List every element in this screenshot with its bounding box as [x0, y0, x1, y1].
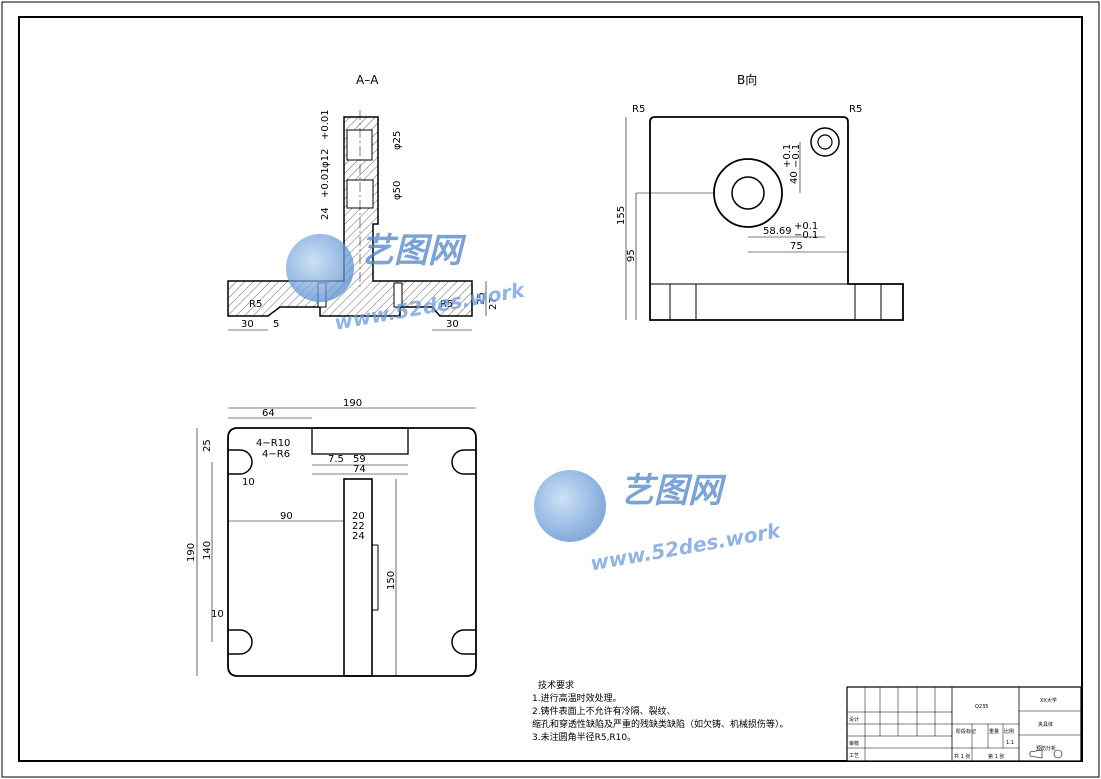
title-block: Q235 XX大学 夹具体 预防分析 阶段标记 重量 比例 1:1 设计 审核 … [846, 686, 1082, 762]
notes-line-1: 1.进行高温时效处理。 [532, 692, 622, 704]
dim-r5-right: R5 [440, 299, 453, 310]
dim-30-left: 30 [241, 319, 254, 330]
top-view: 190 64 25 4−R10 4−R6 7.5 59 74 10 90 20 … [186, 398, 477, 677]
dim-r5-left: R5 [249, 299, 262, 310]
view-b-outline [649, 116, 904, 321]
tb-material: Q235 [975, 704, 988, 710]
dim-phi24-tol: +0.01 [320, 167, 331, 198]
dim-25: 25 [476, 292, 487, 305]
dim-40-tol-low: −0.1 [791, 144, 802, 168]
tb-sheet-total: 共 1 张 [954, 753, 970, 760]
dim-10-top: 10 [242, 477, 255, 488]
dim-58: 58.69 [763, 226, 792, 237]
dim-b-r5-right: R5 [849, 104, 862, 115]
dim-190-height: 190 [186, 543, 197, 562]
dim-27: 27 [488, 297, 499, 310]
globe-icon [534, 470, 606, 542]
bore-upper [346, 129, 373, 161]
dim-75: 75 [790, 241, 803, 252]
dim-74: 74 [353, 464, 366, 475]
tb-design-label: 设计 [849, 716, 859, 723]
dim-140: 140 [202, 541, 213, 560]
tb-scale: 1:1 [1006, 740, 1014, 746]
tb-sheet-no: 第 1 张 [988, 753, 1004, 760]
watermark-2-cn: 艺图网 [620, 471, 727, 511]
notes-line-4: 3.未注圆角半径R5,R10。 [532, 731, 636, 743]
section-title: A–A [356, 73, 379, 87]
dim-190-width: 190 [343, 398, 362, 409]
dim-20: 20 [352, 511, 365, 522]
dim-58-tol-low: −0.1 [794, 230, 818, 241]
tb-scale-label: 比例 [1004, 728, 1014, 735]
dim-r10: 4−R10 [256, 438, 290, 449]
tb-review-label: 审核 [849, 740, 859, 747]
dim-90: 90 [280, 511, 293, 522]
dim-58-tol-up: +0.1 [794, 221, 818, 232]
notes-heading: 技术要求 [538, 679, 574, 691]
watermark-2: 艺图网 www.52des.work [534, 470, 784, 575]
dim-155: 155 [616, 206, 627, 225]
watermark-1-cn: 艺图网 [360, 231, 467, 271]
dim-b-r5-left: R5 [632, 104, 645, 115]
slot-right [393, 282, 403, 308]
tb-process-label: 工艺 [849, 753, 859, 759]
tb-part-name: 夹具体 [1038, 721, 1053, 728]
dim-40-tol-up: +0.1 [782, 144, 793, 168]
dim-150: 150 [386, 571, 397, 590]
small-bore-inner [817, 134, 833, 150]
dim-5: 5 [273, 319, 279, 330]
dim-22: 22 [352, 521, 365, 532]
view-b-title: B向 [737, 72, 757, 87]
inner-border [18, 16, 1083, 762]
dim-7-5: 7.5 [328, 454, 344, 465]
dim-10-bottom: 10 [211, 609, 224, 620]
dim-40: 40 [789, 171, 800, 184]
projection-symbol-icon [1029, 749, 1063, 759]
large-bore-inner [731, 176, 765, 210]
tb-weight-label: 重量 [989, 728, 999, 735]
dim-phi24: 24 [320, 207, 331, 220]
large-bore-outer [713, 158, 783, 228]
notes-line-3: 缩孔和穿透性缺陷及严重的残缺类缺陷（如欠铸、机械损伤等）。 [532, 718, 789, 730]
dim-24: 24 [352, 531, 365, 542]
dim-25-top: 25 [202, 439, 213, 452]
tb-drawing-no: 预防分析 [1036, 745, 1056, 752]
tb-school: XX大学 [1040, 697, 1057, 704]
dim-phi25: φ25 [392, 131, 403, 150]
dim-phi12: φ12 [320, 149, 331, 168]
dim-95: 95 [626, 249, 637, 262]
watermark-2-url: www.52des.work [589, 518, 784, 575]
dim-phi50: φ50 [392, 181, 403, 200]
technical-notes: 技术要求 1.进行高温时效处理。 2.铸件表面上不允许有冷隔、裂纹、 缩孔和穿透… [532, 679, 789, 743]
dim-59: 59 [353, 454, 366, 465]
notes-line-2: 2.铸件表面上不允许有冷隔、裂纹、 [532, 705, 676, 717]
small-bore-outer [810, 127, 840, 157]
dim-phi12-tol: +0.01 [320, 109, 331, 140]
dim-30-right: 30 [446, 319, 459, 330]
top-view-outline [227, 427, 477, 677]
dim-r6: 4−R6 [262, 449, 290, 460]
globe-icon [286, 234, 354, 302]
tb-stage-label: 阶段标记 [956, 728, 976, 735]
view-b: B向 R5 R5 155 95 40 +0.1 −0.1 58.69 +0.1 … [616, 72, 904, 321]
dim-64: 64 [262, 408, 275, 419]
